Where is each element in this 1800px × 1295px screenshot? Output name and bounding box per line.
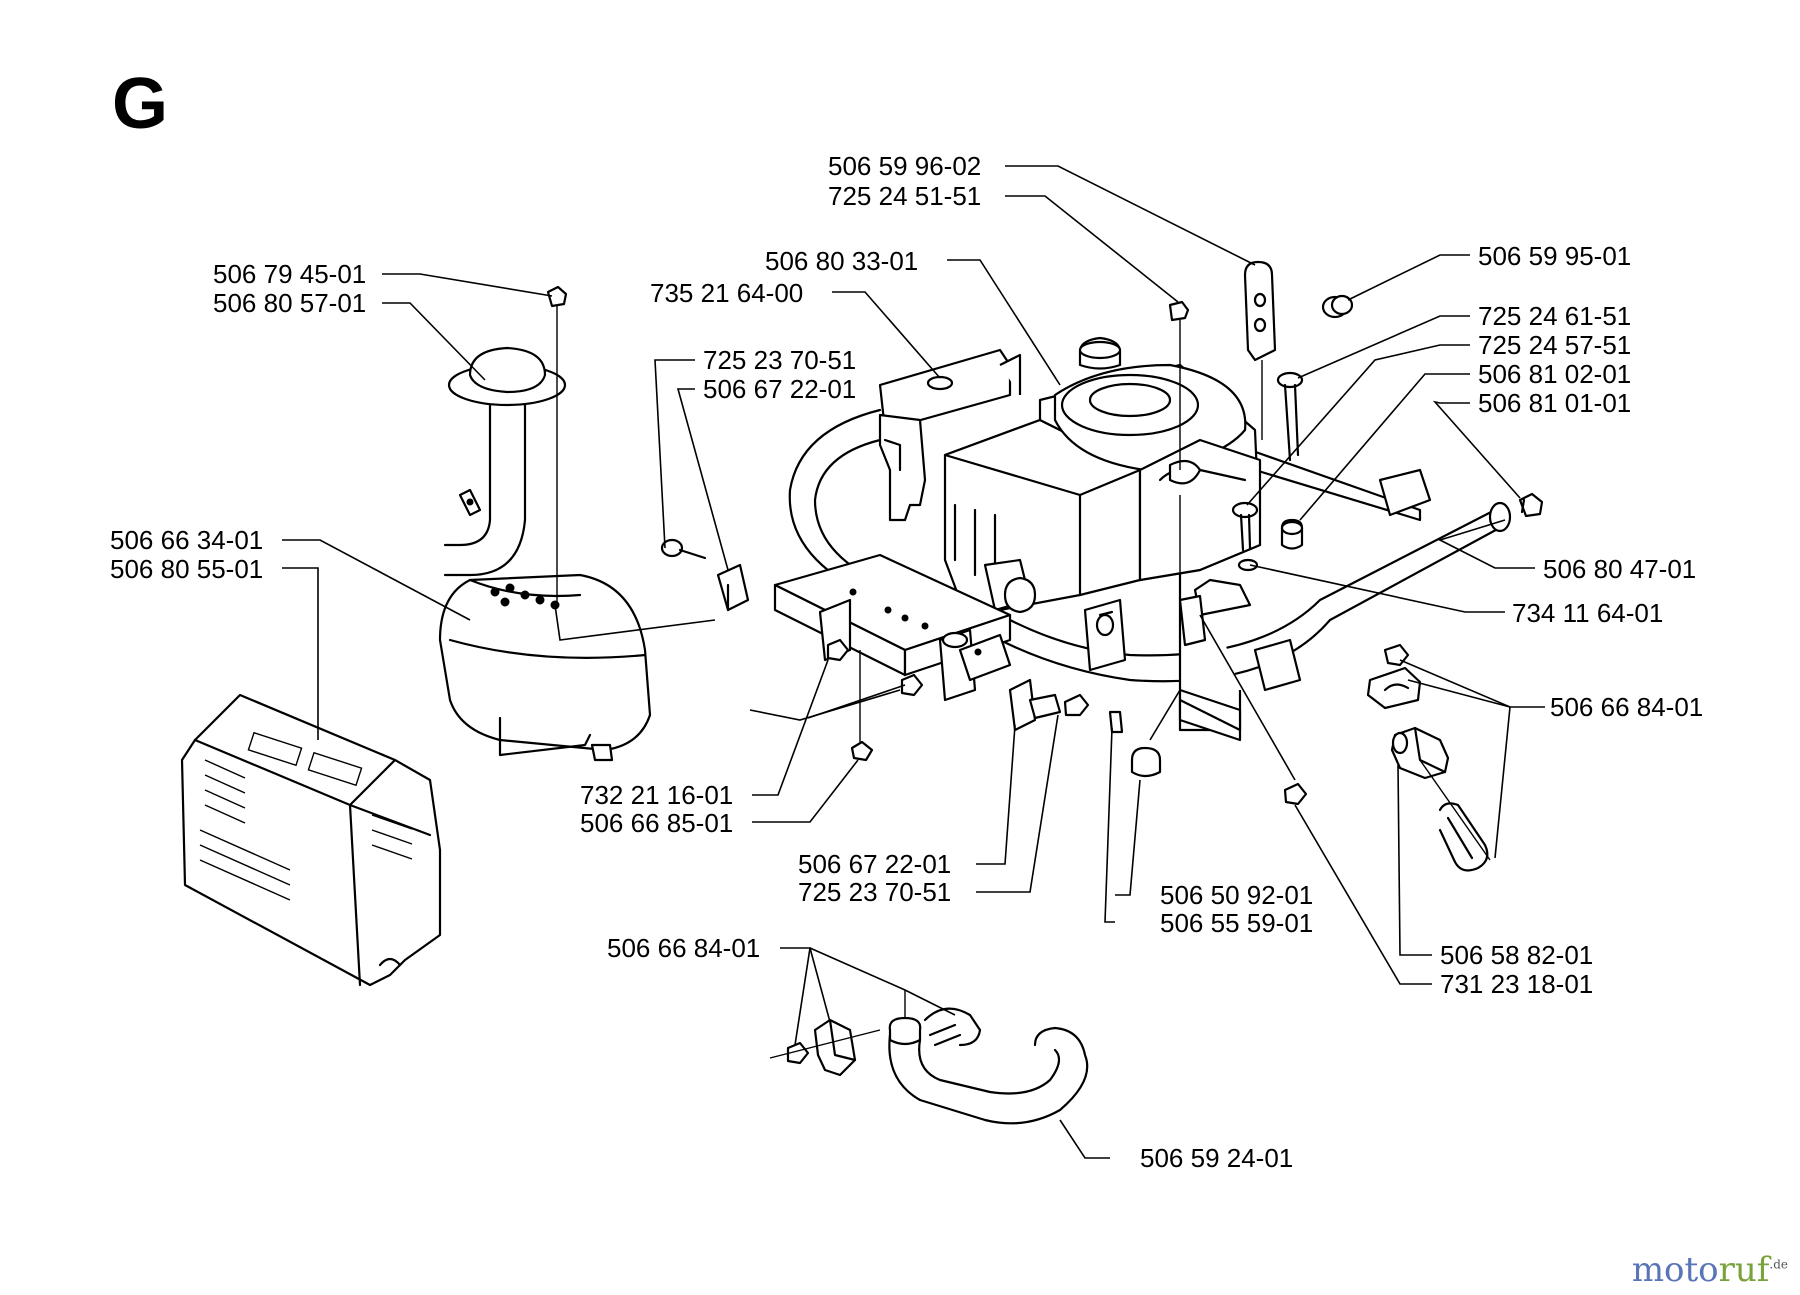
bolt-725-24-57 [1231, 501, 1259, 552]
label-506-58-82-01: 506 58 82-01 [1440, 940, 1593, 970]
label-506-81-02-01: 506 81 02-01 [1478, 359, 1631, 389]
label-732-21-16-01: 732 21 16-01 [580, 780, 733, 810]
label-506-55-59-01: 506 55 59-01 [1160, 908, 1313, 938]
muffler-cover [180, 693, 442, 987]
label-506-81-01-01: 506 81 01-01 [1478, 388, 1631, 418]
muffler [438, 573, 652, 762]
label-735-21-64-00: 735 21 64-00 [650, 278, 803, 308]
bolt-center [1063, 693, 1090, 717]
leader-lines [282, 165, 1545, 1159]
exhaust-elbow [443, 346, 567, 577]
small-spacer [1108, 710, 1162, 778]
bent-pipe [888, 1007, 1089, 1125]
label-506-66-84-01-bottom: 506 66 84-01 [607, 933, 760, 963]
plug [1321, 294, 1354, 319]
screw-725-24-51 [1168, 300, 1190, 690]
label-725-24-51-51: 725 24 51-51 [828, 181, 981, 211]
label-506-59-96-02: 506 59 96-02 [828, 151, 981, 181]
watermark-logo: motoruf.de [1631, 1250, 1788, 1290]
bolt-left [660, 538, 707, 560]
label-506-80-33-01: 506 80 33-01 [765, 246, 918, 276]
clip-bracket-left [716, 563, 750, 612]
part-labels: 506 59 96-02 725 24 51-51 506 80 33-01 7… [110, 151, 1703, 1173]
label-506-80-47-01: 506 80 47-01 [1543, 554, 1696, 584]
engine [943, 336, 1262, 672]
label-725-23-70-51-bottom: 725 23 70-51 [798, 877, 951, 907]
label-506-67-22-01-bottom: 506 67 22-01 [798, 849, 951, 879]
label-506-66-84-01-right: 506 66 84-01 [1550, 692, 1703, 722]
nut-left-1 [826, 638, 924, 697]
clamp-lower [769, 990, 906, 1077]
clip-bracket-center [1008, 678, 1062, 732]
clamp-right [1283, 643, 1491, 872]
section-letter: G [112, 64, 169, 144]
link-bracket [1243, 260, 1277, 440]
bolt-725-24-61 [1276, 371, 1304, 462]
engine-left-bracket [878, 413, 927, 522]
bolt-vertical-left [850, 650, 874, 762]
label-725-24-61-51: 725 24 61-51 [1478, 301, 1631, 331]
label-506-59-95-01: 506 59 95-01 [1478, 241, 1631, 271]
washer-734 [1237, 558, 1259, 572]
label-734-11-64-01: 734 11 64-01 [1512, 598, 1663, 628]
label-731-23-18-01: 731 23 18-01 [1440, 969, 1593, 999]
washer-735 [926, 375, 954, 391]
label-725-23-70-51-top: 725 23 70-51 [703, 345, 856, 375]
nut-506-81-01 [1518, 492, 1544, 518]
label-506-59-24-01: 506 59 24-01 [1140, 1143, 1293, 1173]
label-506-80-57-01: 506 80 57-01 [213, 288, 366, 318]
label-506-80-55-01: 506 80 55-01 [110, 554, 263, 584]
label-506-66-34-01: 506 66 34-01 [110, 525, 263, 555]
spacer-506-81-02 [1280, 518, 1304, 550]
screw-top-left [546, 285, 568, 605]
label-506-66-85-01: 506 66 85-01 [580, 808, 733, 838]
label-506-67-22-01-top: 506 67 22-01 [703, 374, 856, 404]
label-506-79-45-01: 506 79 45-01 [213, 259, 366, 289]
label-506-50-92-01: 506 50 92-01 [1160, 880, 1313, 910]
label-725-24-57-51: 725 24 57-51 [1478, 330, 1631, 360]
